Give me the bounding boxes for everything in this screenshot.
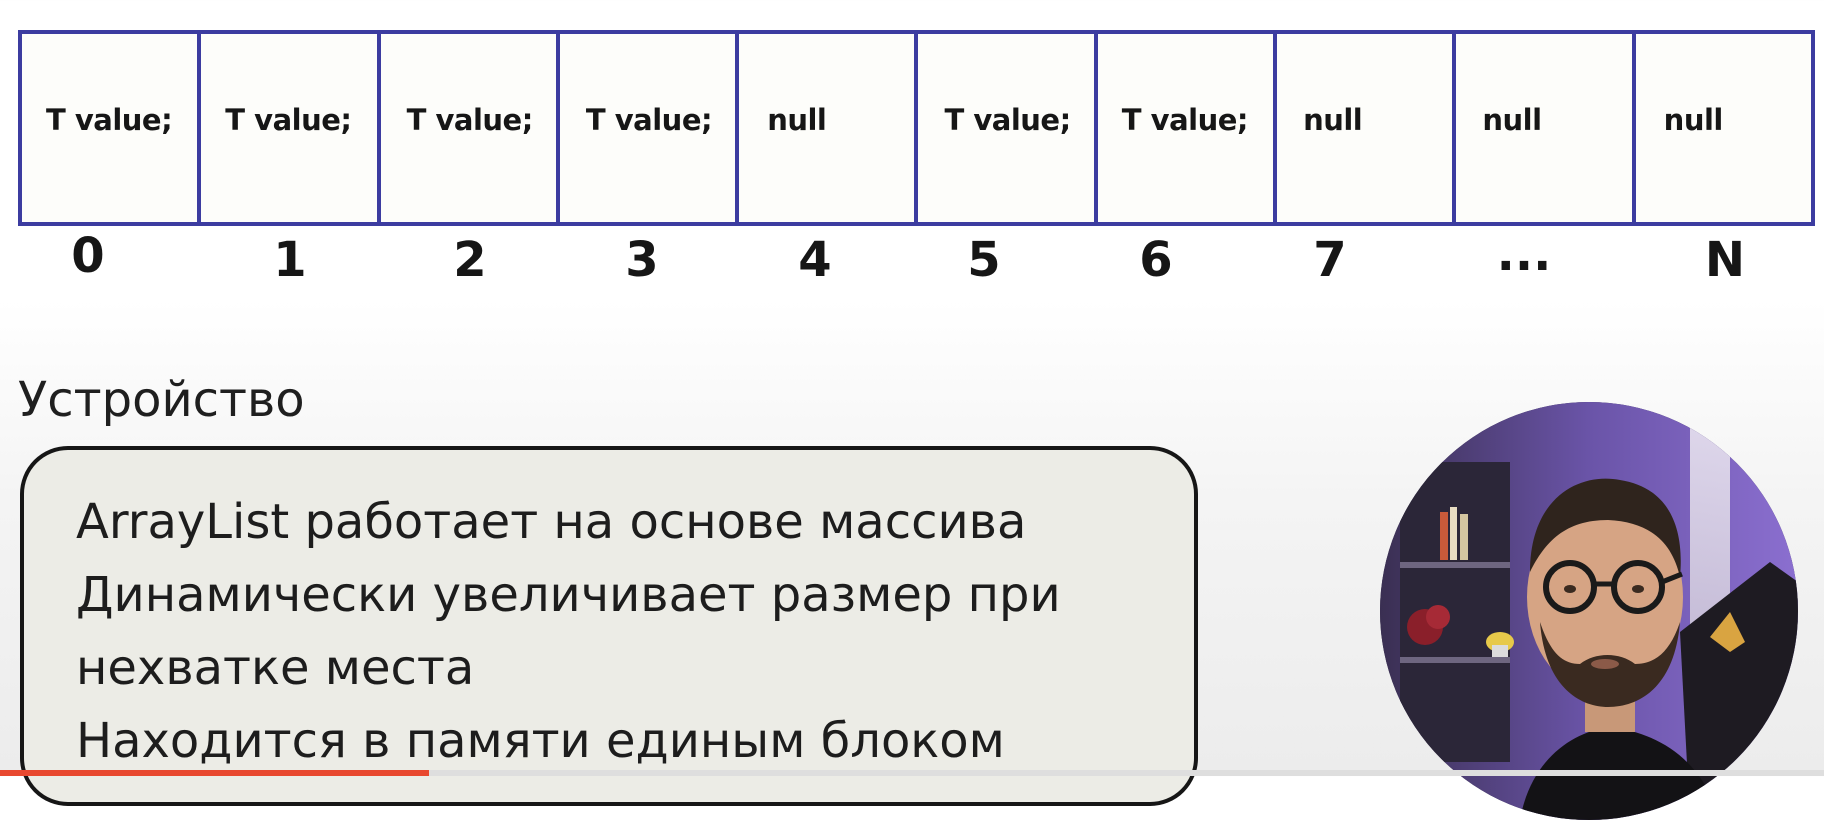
array-cell: T value; [914,30,1098,226]
array-cell: null [1273,30,1457,226]
cell-value: T value; [406,103,534,137]
cell-value: T value; [944,103,1071,137]
array-cell: null [735,30,919,226]
index-label: 2 [453,232,487,288]
index-label: 0 [71,228,105,284]
index-label: 5 [967,232,1001,288]
cell-value: T value; [585,103,713,137]
array-cell: T value; [376,30,560,226]
cell-value: T value; [46,103,173,137]
array-cell: null [1452,30,1636,226]
index-label: 3 [625,232,659,288]
cell-value: null [1482,103,1542,137]
info-line: нехватке места [76,640,475,696]
info-line: Находится в памяти единым блоком [76,713,1005,769]
info-box: ArrayList работает на основе массива Дин… [20,446,1198,806]
array-cell: T value; [18,30,202,226]
index-label: 6 [1139,232,1173,288]
index-labels: 0 1 2 3 4 5 6 7 ... N [18,226,1815,292]
cell-value: null [1303,103,1363,137]
index-label: N [1704,232,1746,288]
info-lines: ArrayList работает на основе массива Дин… [76,486,1061,778]
array-cell: null [1631,30,1815,226]
video-progress-track[interactable] [0,770,1824,776]
info-line: ArrayList работает на основе массива [76,494,1027,550]
cell-value: T value; [225,103,352,137]
index-label: 7 [1313,232,1347,288]
index-label: ... [1496,226,1552,282]
cell-value: null [767,103,827,137]
cell-value: T value; [1121,103,1249,137]
presenter-image [1380,402,1798,820]
array-diagram: T value; T value; T value; T value; null… [18,30,1815,226]
video-progress-bar[interactable] [0,770,429,776]
index-label: 4 [798,232,832,288]
array-cell: T value; [555,30,740,226]
presenter-video [1380,402,1798,820]
index-label: 1 [273,232,307,288]
array-cell: T value; [1093,30,1278,226]
info-line: Динамически увеличивает размер при [76,567,1061,623]
array-cell: T value; [197,30,381,226]
cell-value: null [1663,103,1724,137]
section-title: Устройство [18,372,305,428]
